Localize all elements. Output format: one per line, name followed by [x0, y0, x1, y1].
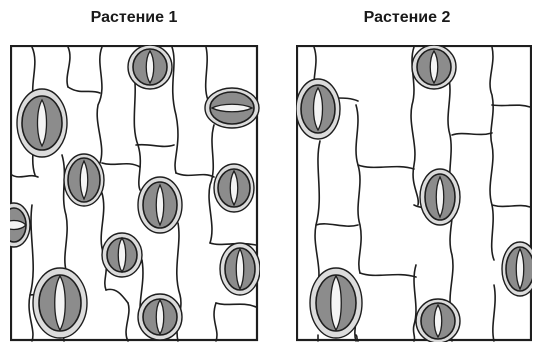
stoma — [64, 154, 104, 206]
stoma — [296, 79, 340, 139]
stoma — [220, 243, 260, 295]
stoma — [17, 89, 67, 157]
stoma — [10, 203, 30, 247]
stoma — [416, 299, 460, 342]
stoma — [102, 233, 142, 277]
stoma — [33, 268, 87, 338]
stoma — [138, 294, 182, 340]
stoma — [420, 169, 460, 225]
stoma — [138, 177, 182, 233]
stoma — [502, 242, 532, 296]
stoma — [205, 88, 259, 128]
plant-2-title: Растение 2 — [297, 9, 517, 27]
plant-1-title: Растение 1 — [24, 9, 244, 27]
plant-1-epidermis-diagram — [10, 45, 260, 342]
plant-2-epidermis-diagram — [296, 45, 532, 342]
stoma — [128, 45, 172, 89]
stoma — [214, 164, 254, 212]
stoma — [412, 45, 456, 89]
stoma — [310, 268, 362, 338]
